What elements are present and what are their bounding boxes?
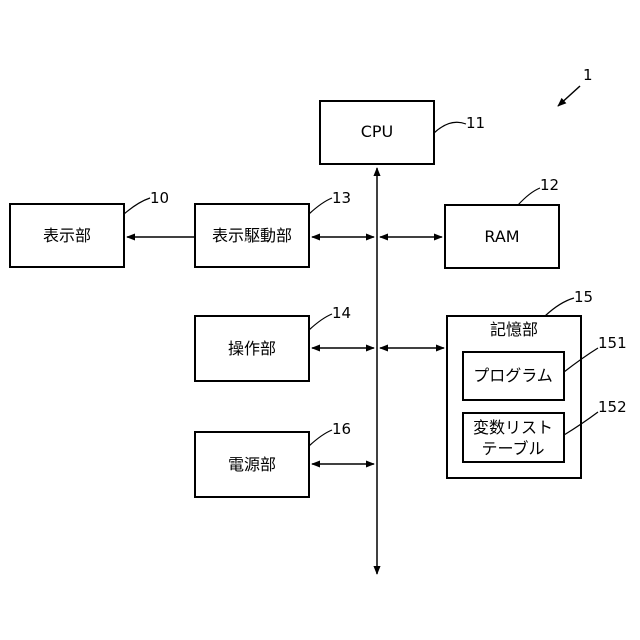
cpu-block: CPU xyxy=(320,101,434,164)
display-label: 表示部 xyxy=(43,226,91,245)
variable-table-block: 変数リスト テーブル xyxy=(463,413,564,462)
program-label: プログラム xyxy=(473,366,553,385)
display-driver-ref-number: 13 xyxy=(332,189,351,207)
ram-block: RAM xyxy=(445,205,559,268)
cpu-ref-leader xyxy=(434,122,466,133)
variable-table-ref-number: 152 xyxy=(598,398,627,416)
program-ref-number: 151 xyxy=(598,334,627,352)
storage-ref-number: 15 xyxy=(574,288,593,306)
power-block: 電源部 xyxy=(195,432,309,497)
figure-ref-arrow xyxy=(558,86,580,106)
ram-ref-leader xyxy=(518,188,540,205)
variable-table-label-line1: 変数リスト xyxy=(473,418,553,437)
display-driver-ref-leader xyxy=(309,198,332,214)
display-driver-label: 表示駆動部 xyxy=(212,226,292,245)
display-ref-leader xyxy=(124,198,150,214)
operation-ref-number: 14 xyxy=(332,304,351,322)
figure-ref-number: 1 xyxy=(583,66,593,84)
ram-label: RAM xyxy=(484,227,519,246)
power-ref-number: 16 xyxy=(332,420,351,438)
cpu-label: CPU xyxy=(361,122,394,141)
power-ref-leader xyxy=(309,430,332,446)
power-label: 電源部 xyxy=(228,455,276,474)
storage-label: 記憶部 xyxy=(490,320,538,339)
operation-block: 操作部 xyxy=(195,316,309,381)
display-ref-number: 10 xyxy=(150,189,169,207)
storage-ref-leader xyxy=(545,298,574,316)
operation-label: 操作部 xyxy=(228,339,276,358)
display-block: 表示部 xyxy=(10,204,124,267)
variable-table-label-line2: テーブル xyxy=(481,439,544,458)
ram-ref-number: 12 xyxy=(540,176,559,194)
cpu-ref-number: 11 xyxy=(466,114,485,132)
display-driver-block: 表示駆動部 xyxy=(195,204,309,267)
operation-ref-leader xyxy=(309,314,332,330)
program-block: プログラム xyxy=(463,352,564,400)
